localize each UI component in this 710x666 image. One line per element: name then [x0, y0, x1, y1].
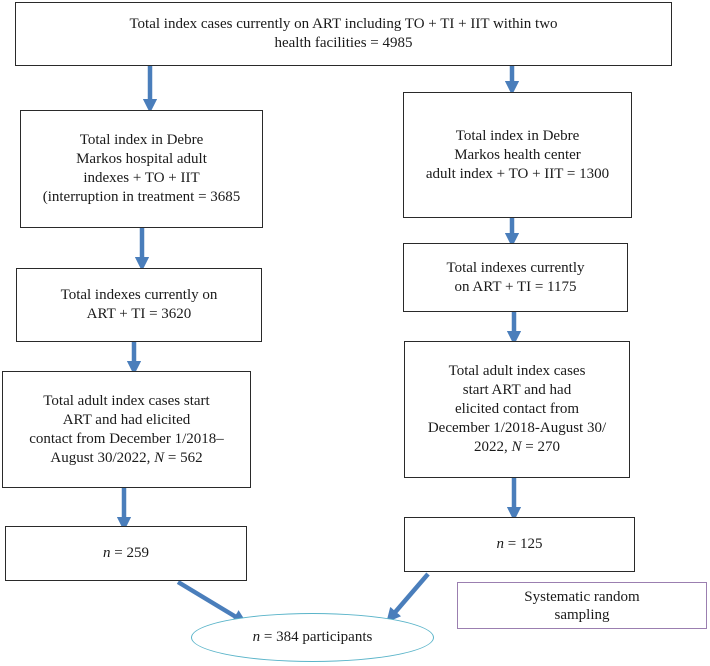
health-center-adult-box: Total adult index cases start ART and ha… — [404, 341, 630, 478]
hospital-line-1: Total index in Debre — [79, 132, 204, 148]
hc-sample-label: n = 125 — [496, 536, 543, 552]
top-line-1: Total index cases currently on ART inclu… — [129, 16, 558, 32]
hospital-line-4: (interruption in treatment = 3685 — [42, 189, 241, 205]
hospital-art-line-2: ART + TI = 3620 — [86, 306, 192, 322]
hc-adult-line-4: December 1/2018-August 30/ — [427, 420, 607, 436]
hc-line-1: Total index in Debre — [455, 127, 580, 144]
hospital-line-2: Markos hospital adult — [76, 151, 207, 167]
hospital-adult-line-2: ART and had elicited — [62, 411, 191, 428]
hc-art-line-1: Total indexes currently — [446, 259, 585, 276]
final-sample-ellipse: n = 384 participants — [191, 613, 434, 662]
hospital-line-3: indexes + TO + IIT — [83, 170, 200, 186]
hospital-art-box: Total indexes currently on ART + TI = 36… — [16, 268, 262, 342]
hospital-sample-label: n = 259 — [103, 545, 149, 561]
hc-art-line-2: on ART + TI = 1175 — [454, 278, 577, 295]
hc-adult-line-5: 2022, N = 270 — [474, 439, 560, 455]
hc-adult-line-3: elicited contact from — [454, 401, 580, 417]
arrow-left-to-final — [176, 580, 248, 624]
hospital-adult-line-1: Total adult index cases start — [43, 392, 210, 409]
hc-line-3: adult index + TO + IIT = 1300 — [425, 165, 610, 182]
hc-adult-line-2: start ART and had — [462, 382, 572, 398]
health-center-art-box: Total indexes currently on ART + TI = 11… — [403, 243, 628, 312]
health-center-total-box: Total index in Debre Markos health cente… — [403, 92, 632, 218]
hospital-art-line-1: Total indexes currently on — [60, 287, 218, 303]
hospital-adult-line-3: contact from December 1/2018– — [29, 430, 224, 447]
top-line-2: health facilities = 4985 — [274, 35, 413, 51]
hospital-total-box: Total index in Debre Markos hospital adu… — [20, 110, 263, 228]
arrow-right-to-final — [386, 572, 430, 623]
hospital-adult-line-4: August 30/2022, N = 562 — [50, 449, 203, 466]
sampling-method-note: Systematic random sampling — [457, 582, 707, 629]
hospital-adult-box: Total adult index cases start ART and ha… — [2, 371, 251, 488]
top-total-box: Total index cases currently on ART inclu… — [15, 2, 672, 66]
hc-adult-line-1: Total adult index cases — [448, 363, 586, 379]
health-center-sample-box: n = 125 — [404, 517, 635, 572]
hc-line-2: Markos health center — [454, 146, 581, 163]
final-sample-label: n = 384 participants — [252, 629, 373, 645]
note-line-2: sampling — [554, 606, 610, 623]
hospital-sample-box: n = 259 — [5, 526, 247, 581]
note-line-1: Systematic random — [524, 588, 640, 605]
